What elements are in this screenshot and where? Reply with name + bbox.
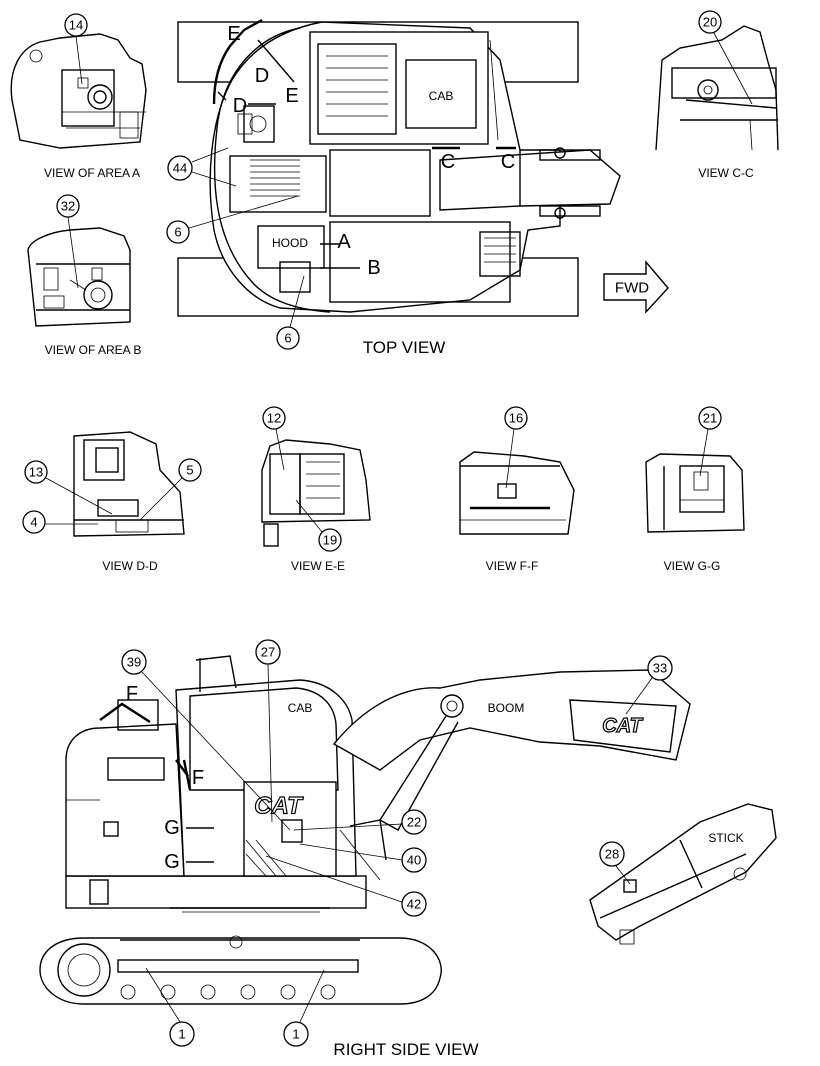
svg-text:40: 40 — [407, 853, 421, 868]
view-g-g — [645, 453, 745, 533]
callout-5: 5 — [178, 458, 202, 482]
caption-view-f-f: VIEW F-F — [486, 559, 539, 573]
section-letter-d-upper: D — [255, 65, 269, 87]
callout-6-upper: 6 — [166, 220, 190, 244]
callout-33: 33 — [647, 655, 673, 681]
svg-text:12: 12 — [267, 411, 281, 426]
svg-text:5: 5 — [186, 463, 193, 478]
svg-text:39: 39 — [127, 655, 141, 670]
label-cab-side: CAB — [288, 701, 313, 715]
caption-view-e-e: VIEW E-E — [291, 559, 345, 573]
callout-28: 28 — [599, 841, 625, 867]
svg-text:42: 42 — [407, 897, 421, 912]
callout-6-lower: 6 — [276, 326, 300, 350]
label-hood: HOOD — [272, 236, 308, 250]
callout-32: 32 — [56, 194, 80, 218]
top-view: CAB HOOD — [177, 18, 621, 317]
callout-20: 20 — [698, 10, 722, 34]
section-letter-c-left: C — [441, 151, 455, 173]
callout-44: 44 — [167, 155, 193, 181]
callout-22: 22 — [401, 809, 427, 835]
section-letter-b: B — [367, 257, 380, 279]
view-e-e — [261, 439, 371, 547]
section-letter-e-lower: E — [285, 85, 298, 107]
logo-cat-boom: CAT — [602, 715, 643, 737]
logo-cat-side: CAT — [254, 793, 304, 820]
svg-text:1: 1 — [178, 1027, 185, 1042]
callout-14: 14 — [64, 13, 88, 37]
svg-text:27: 27 — [261, 645, 275, 660]
view-d-d — [73, 431, 185, 537]
callout-12: 12 — [262, 406, 286, 430]
caption-view-g-g: VIEW G-G — [664, 559, 721, 573]
fwd-arrow: FWD — [603, 260, 669, 314]
svg-text:13: 13 — [29, 465, 43, 480]
section-letter-e-upper: E — [227, 23, 240, 45]
svg-text:33: 33 — [653, 661, 667, 676]
section-letter-c-right: C — [501, 151, 515, 173]
callout-13: 13 — [24, 460, 48, 484]
caption-view-of-area-a: VIEW OF AREA A — [44, 166, 140, 180]
callout-27: 27 — [255, 639, 281, 665]
view-area-b — [27, 227, 131, 327]
caption-right-side-view: RIGHT SIDE VIEW — [333, 1040, 478, 1059]
caption-top-view: TOP VIEW — [363, 338, 446, 357]
svg-text:6: 6 — [174, 225, 181, 240]
right-side-view: CAB CAT BOOM CAT — [39, 655, 691, 1005]
view-area-a — [10, 33, 147, 149]
caption-view-c-c: VIEW C-C — [698, 166, 754, 180]
section-letter-f-lower: F — [192, 767, 204, 789]
caption-view-of-area-b: VIEW OF AREA B — [45, 343, 142, 357]
label-fwd: FWD — [615, 280, 649, 297]
section-letter-f-upper: F — [126, 683, 138, 705]
callout-21: 21 — [698, 406, 722, 430]
svg-text:28: 28 — [605, 847, 619, 862]
caption-view-d-d: VIEW D-D — [102, 559, 158, 573]
callout-19: 19 — [318, 528, 342, 552]
section-letter-g-upper: G — [164, 817, 180, 839]
svg-text:21: 21 — [703, 411, 717, 426]
svg-text:4: 4 — [30, 515, 37, 530]
callout-4: 4 — [22, 510, 46, 534]
label-stick: STICK — [708, 831, 743, 845]
svg-text:32: 32 — [61, 199, 75, 214]
svg-text:16: 16 — [509, 411, 523, 426]
callout-40: 40 — [401, 847, 427, 873]
section-letter-a: A — [337, 231, 351, 253]
svg-text:1: 1 — [292, 1027, 299, 1042]
view-c-c — [655, 25, 779, 151]
view-f-f — [459, 451, 575, 535]
callout-1-left: 1 — [169, 1021, 195, 1047]
svg-text:20: 20 — [703, 15, 717, 30]
svg-text:19: 19 — [323, 533, 337, 548]
svg-text:6: 6 — [284, 331, 291, 346]
svg-text:22: 22 — [407, 815, 421, 830]
svg-text:14: 14 — [69, 18, 83, 33]
callout-16: 16 — [504, 406, 528, 430]
section-letter-g-lower: G — [164, 851, 180, 873]
svg-text:44: 44 — [173, 161, 187, 176]
callout-39: 39 — [121, 649, 147, 675]
stick-detail: STICK — [589, 803, 777, 945]
label-cab-top: CAB — [429, 89, 454, 103]
callout-1-right: 1 — [283, 1021, 309, 1047]
callout-42: 42 — [401, 891, 427, 917]
section-letter-d-lower: D — [233, 95, 247, 117]
label-boom: BOOM — [488, 701, 525, 715]
